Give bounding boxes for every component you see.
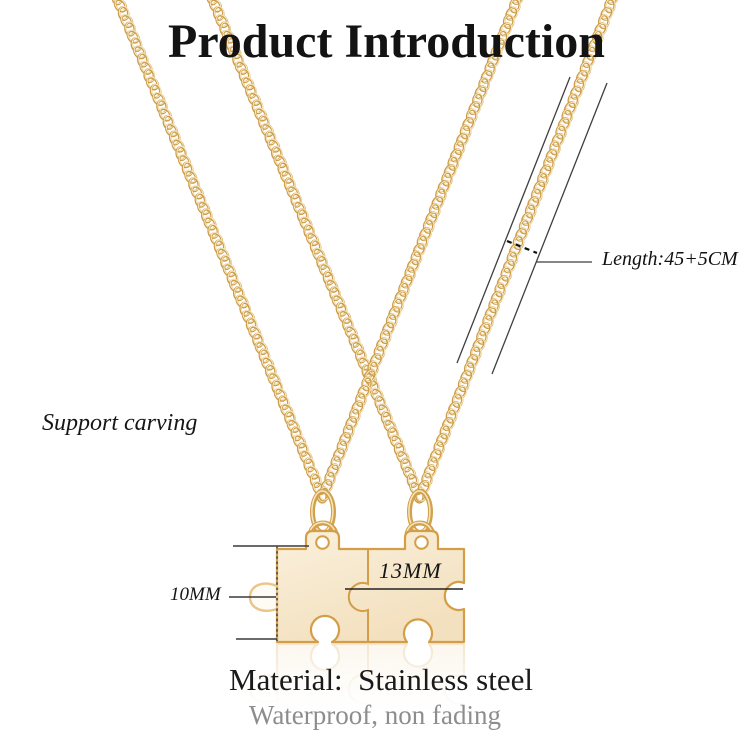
pendant-height-label: 10MM <box>170 584 221 605</box>
chain-strand <box>111 0 328 504</box>
length-line-right <box>491 82 608 375</box>
length-annotation-label: Length:45+5CM <box>602 248 738 270</box>
puzzle-pendants <box>248 489 466 644</box>
page-title: Product Introduction <box>168 15 605 68</box>
length-line-left <box>456 76 571 364</box>
support-carving-label: Support carving <box>42 410 198 436</box>
left-bail-hole <box>315 535 330 550</box>
pendant-width-label: 13MM <box>379 558 442 583</box>
puzzle-pieces-outline <box>275 529 466 644</box>
waterproof-text: Waterproof, non fading <box>249 700 501 730</box>
chain-strand <box>318 0 525 502</box>
material-text: Material: Stainless steel <box>229 662 533 697</box>
right-bail-hole <box>414 535 429 550</box>
chain-strand <box>206 0 425 504</box>
chain-strand <box>415 0 620 503</box>
gold-chains <box>111 0 620 504</box>
puzzle-seam <box>347 549 369 642</box>
pendant-dimension-lines <box>229 545 463 641</box>
length-annotation-lines <box>456 76 608 375</box>
